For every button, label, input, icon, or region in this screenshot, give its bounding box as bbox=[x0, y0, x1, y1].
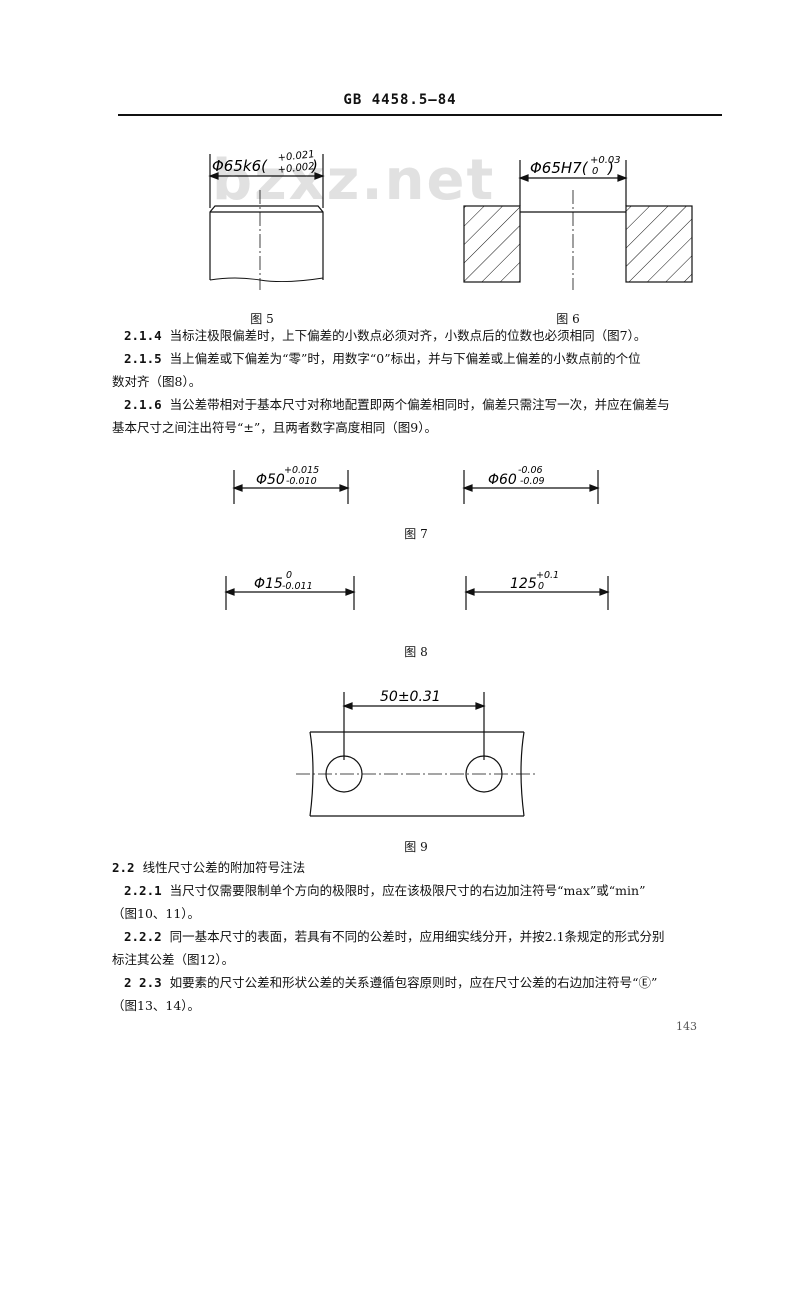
clause-text: 当标注极限偏差时，上下偏差的小数点必须对齐，小数点后的位数也必须相同（图7）。 bbox=[169, 328, 647, 343]
clause-2-1-6: 2.1.6 当公差带相对于基本尺寸对称地配置即两个偏差相同时，偏差只需注写一次，并… bbox=[112, 393, 724, 439]
clause-2-1-5: 2.1.5 当上偏差或下偏差为“零”时，用数字“0”标出，并与下偏差或上偏差的小数… bbox=[112, 347, 724, 393]
fig5-close: ) bbox=[311, 157, 318, 175]
fig5-lower: +0.002 bbox=[277, 161, 315, 176]
fig8-caption: 图 8 bbox=[404, 645, 428, 659]
watermark: bzxz.net bbox=[212, 148, 496, 213]
clause-text: 当尺寸仅需要限制单个方向的极限时，应在该极限尺寸的右边加注符号“max”或“mi… bbox=[169, 883, 646, 898]
clause-number: 2 2.3 bbox=[124, 975, 162, 990]
fig6-upper: +0.03 bbox=[590, 155, 621, 166]
clause-text: 当上偏差或下偏差为“零”时，用数字“0”标出，并与下偏差或上偏差的小数点前的个位 bbox=[169, 351, 641, 366]
fig6-close: ) bbox=[607, 159, 614, 177]
fig8b-upper: +0.1 bbox=[536, 570, 559, 581]
clause-text: 当公差带相对于基本尺寸对称地配置即两个偏差相同时，偏差只需注写一次，并应在偏差与 bbox=[169, 397, 670, 412]
clause-text-cont: 基本尺寸之间注出符号“±”，且两者数字高度相同（图9）。 bbox=[112, 420, 437, 435]
figure-7: Φ50 +0.015 -0.010 Φ60 -0.06 -0.09 bbox=[232, 465, 600, 504]
clause-text: 同一基本尺寸的表面，若具有不同的公差时，应用细实线分开，并按2.1条规定的形式分… bbox=[169, 929, 665, 944]
figure-6: Φ65H7( +0.03 0 ) bbox=[463, 155, 693, 290]
fig7a-base: Φ50 bbox=[256, 472, 285, 488]
standard-header: GB 4458.5—84 bbox=[343, 92, 457, 108]
clause-text-cont: （图13、14）。 bbox=[112, 998, 201, 1013]
page-number: 143 bbox=[676, 1020, 697, 1033]
fig8a-base: Φ15 bbox=[254, 576, 283, 592]
figure-8: Φ15 0 -0.011 125 +0.1 0 bbox=[224, 570, 610, 610]
clause-2-2-1: 2.2.1 当尺寸仅需要限制单个方向的极限时，应在该极限尺寸的右边加注符号“max… bbox=[112, 879, 724, 925]
figure-9: 50±0.31 bbox=[296, 689, 536, 817]
clause-text-cont: 数对齐（图8）。 bbox=[112, 374, 202, 389]
fig8a-lower: -0.011 bbox=[282, 581, 313, 592]
clause-number: 2.2.1 bbox=[124, 883, 162, 898]
section-2-2: 2.2 线性尺寸公差的附加符号注法 bbox=[112, 856, 724, 879]
clause-number: 2.1.6 bbox=[124, 397, 162, 412]
section-title: 线性尺寸公差的附加符号注法 bbox=[142, 860, 306, 875]
clause-2-2-3: 2 2.3 如要素的尺寸公差和形状公差的关系遵循包容原则时，应在尺寸公差的右边加注… bbox=[112, 971, 724, 1017]
clause-number: 2.2.2 bbox=[124, 929, 162, 944]
clause-number: 2.1.4 bbox=[124, 328, 162, 343]
fig5-upper: +0.021 bbox=[277, 149, 315, 164]
clause-2-2-2: 2.2.2 同一基本尺寸的表面，若具有不同的公差时，应用细实线分开，并按2.1条规… bbox=[112, 925, 724, 971]
fig9-caption: 图 9 bbox=[404, 840, 428, 854]
figure-5: Φ65k6( +0.021 +0.002 ) bbox=[208, 149, 325, 290]
clause-number: 2.1.5 bbox=[124, 351, 162, 366]
fig8b-lower: 0 bbox=[538, 581, 544, 592]
section-number: 2.2 bbox=[112, 860, 135, 875]
fig7b-upper: -0.06 bbox=[518, 465, 543, 476]
fig7b-base: Φ60 bbox=[488, 472, 517, 488]
clause-text-cont: （图10、11）。 bbox=[112, 906, 201, 921]
fig6-lower: 0 bbox=[592, 166, 598, 177]
fig9-dim: 50±0.31 bbox=[380, 689, 441, 705]
fig6-dim: Φ65H7( bbox=[530, 159, 589, 177]
fig5-caption: 图 5 bbox=[250, 312, 274, 326]
fig7a-lower: -0.010 bbox=[286, 476, 317, 487]
clause-2-1-4: 2.1.4 当标注极限偏差时，上下偏差的小数点必须对齐，小数点后的位数也必须相同（… bbox=[112, 324, 724, 347]
fig8a-upper: 0 bbox=[286, 570, 292, 581]
fig7a-upper: +0.015 bbox=[284, 465, 319, 476]
clause-text-cont: 标注其公差（图12）。 bbox=[112, 952, 235, 967]
clause-text: 如要素的尺寸公差和形状公差的关系遵循包容原则时，应在尺寸公差的右边加注符号“Ⓔ” bbox=[169, 975, 658, 990]
fig8b-base: 125 bbox=[510, 576, 537, 592]
header-rule bbox=[118, 114, 722, 116]
fig7b-lower: -0.09 bbox=[520, 476, 545, 487]
fig5-dim: Φ65k6( bbox=[212, 157, 268, 175]
fig6-caption: 图 6 bbox=[556, 312, 580, 326]
fig7-caption: 图 7 bbox=[404, 527, 428, 541]
